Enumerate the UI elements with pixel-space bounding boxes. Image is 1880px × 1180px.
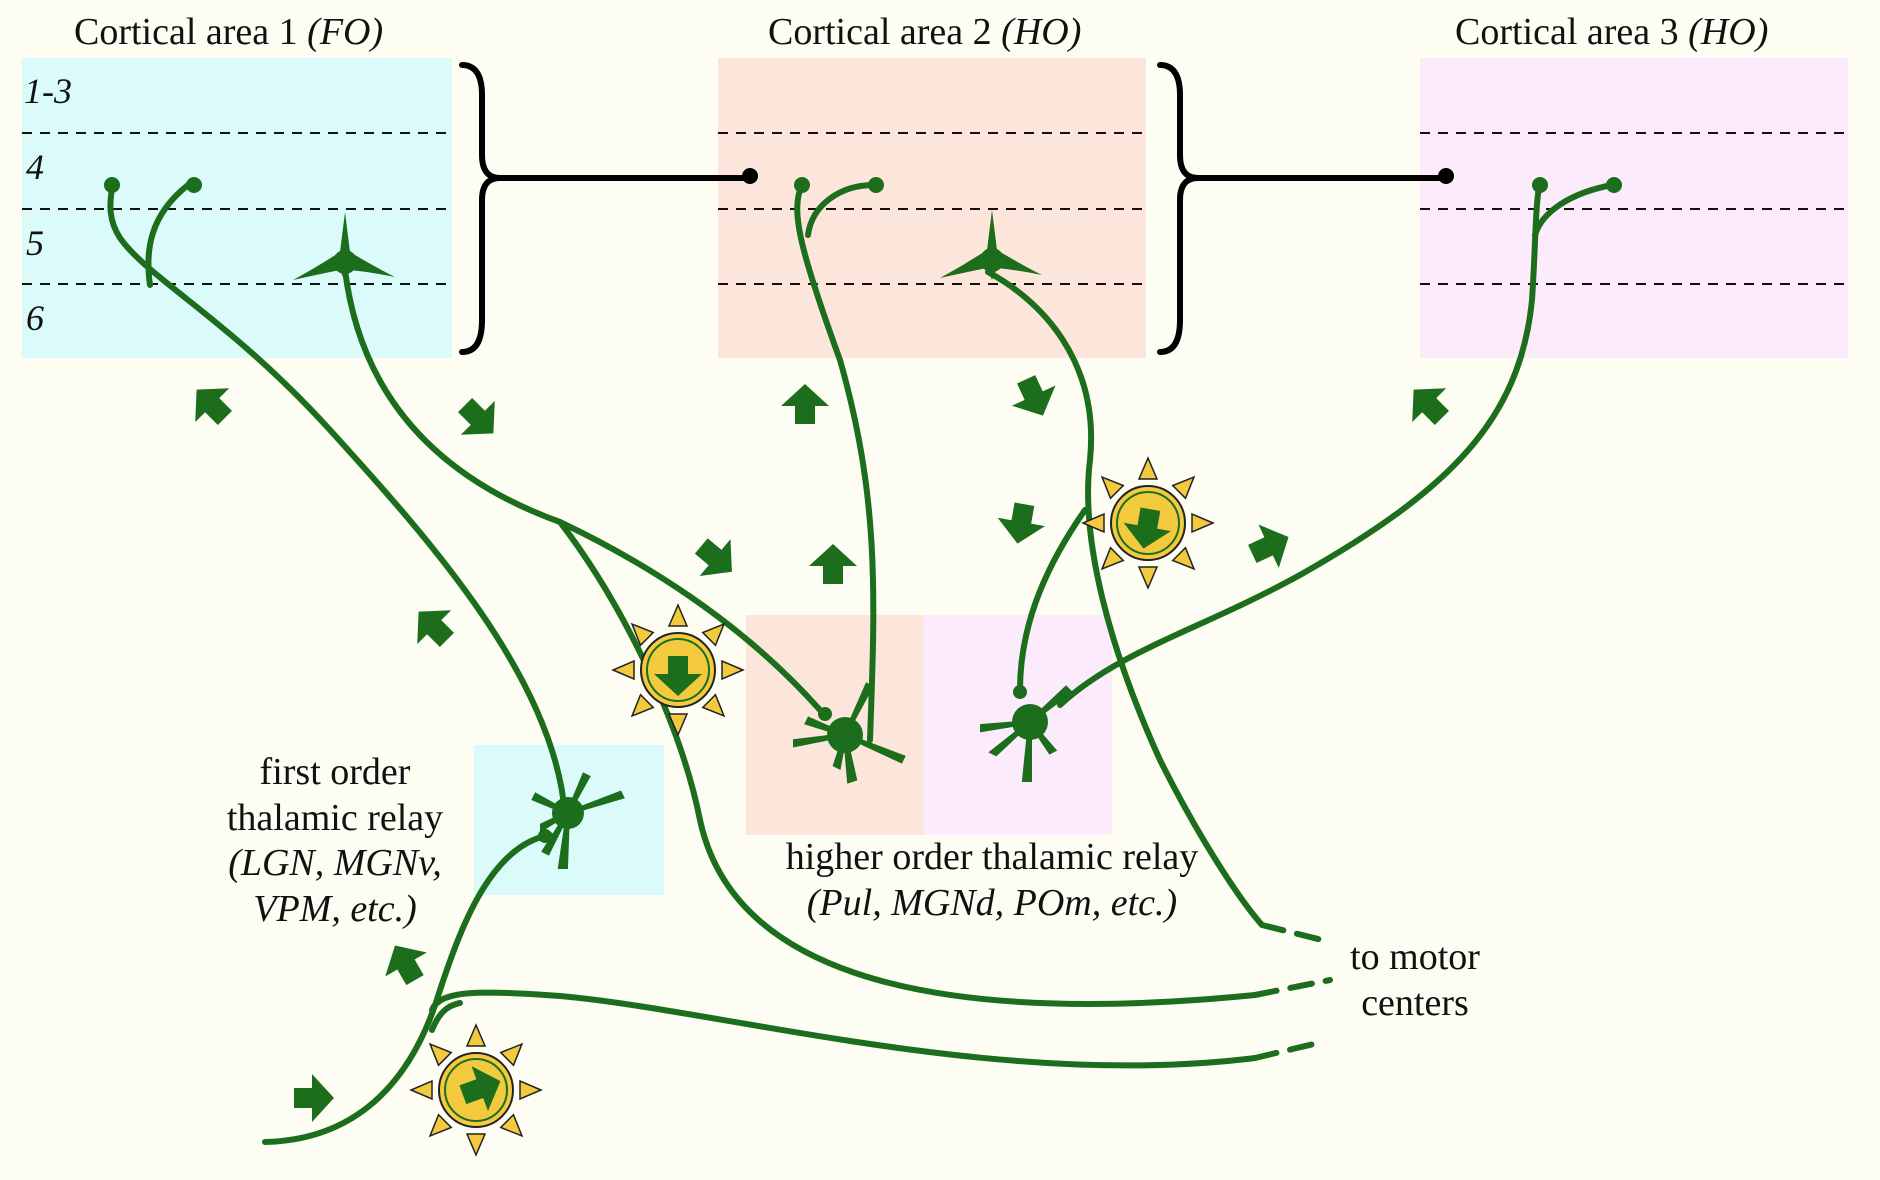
arrow-icon — [781, 384, 829, 424]
first-order-relay-label: first order thalamic relay (LGN, MGNv, V… — [205, 750, 465, 932]
arrow-icon — [401, 594, 464, 657]
arrow-icon — [809, 544, 857, 584]
arrow-icon — [179, 372, 242, 435]
axon-terminals — [104, 177, 1622, 843]
higher-order-line2: (Pul, MGNd, POm, etc.) — [806, 881, 1178, 924]
cortical-area-1-box — [22, 58, 452, 358]
cortical-neuron-icon — [293, 212, 395, 282]
arrow-icon — [1396, 372, 1459, 435]
thalamic-neuron-icon — [531, 772, 625, 869]
higher-order-line1: higher order thalamic relay — [785, 836, 1199, 878]
arrow-icon — [1004, 369, 1065, 426]
arrow-icon — [1242, 515, 1299, 576]
arrow-icon — [448, 388, 511, 451]
sun-icon — [1082, 457, 1214, 589]
axon-paths — [107, 179, 1615, 1145]
first-order-line1: first order — [259, 751, 411, 793]
bracket-area-2 — [1157, 62, 1199, 355]
cortical-area-3-box — [1420, 58, 1848, 358]
cortical-area-3-title: Cortical area 3 (HO) — [1455, 10, 1768, 56]
motor-line1: to motor — [1350, 936, 1480, 978]
cortical-area-2-title: Cortical area 2 (HO) — [768, 10, 1081, 56]
first-order-line4: VPM, etc.) — [253, 887, 417, 930]
arrow-icon — [685, 527, 748, 591]
layer-label-5: 5 — [26, 223, 44, 263]
layer-label-1-3: 1-3 — [24, 71, 72, 111]
motor-line2: centers — [1361, 981, 1469, 1024]
connector-end-dot-area-3 — [1438, 168, 1454, 184]
thalamic-neuron-icon — [980, 685, 1074, 782]
bracket-area-1 — [459, 62, 501, 355]
first-order-line3: (LGN, MGNv, — [228, 842, 442, 885]
cortical-area-1-type: (FO) — [307, 11, 384, 53]
cortical-area-3-type: (HO) — [1688, 11, 1769, 53]
cortical-area-2-box — [718, 58, 1146, 358]
arrow-icon — [374, 933, 436, 993]
higher-order-relay-label: higher order thalamic relay (Pul, MGNd, … — [752, 835, 1232, 926]
arrow-icon — [294, 1074, 334, 1122]
sun-icon — [612, 604, 744, 736]
cortical-area-1-title: Cortical area 1 (FO) — [74, 10, 383, 56]
cortical-neuron-icon — [940, 210, 1042, 280]
layer-label-6: 6 — [26, 298, 44, 338]
arrow-icon — [993, 500, 1049, 548]
layer-label-4: 4 — [26, 147, 44, 187]
sun-icon — [410, 1024, 542, 1156]
connector-end-dot-area-2 — [742, 168, 758, 184]
cortical-area-2-name: Cortical area 2 — [768, 11, 992, 53]
motor-centers-label: to motor centers — [1330, 935, 1500, 1026]
first-order-line2: thalamic relay — [226, 796, 444, 839]
thalamic-neuron-icon — [793, 682, 906, 784]
cortical-area-2-type: (HO) — [1001, 11, 1082, 53]
cortical-area-1-name: Cortical area 1 — [74, 11, 298, 53]
cortical-area-3-name: Cortical area 3 — [1455, 11, 1679, 53]
